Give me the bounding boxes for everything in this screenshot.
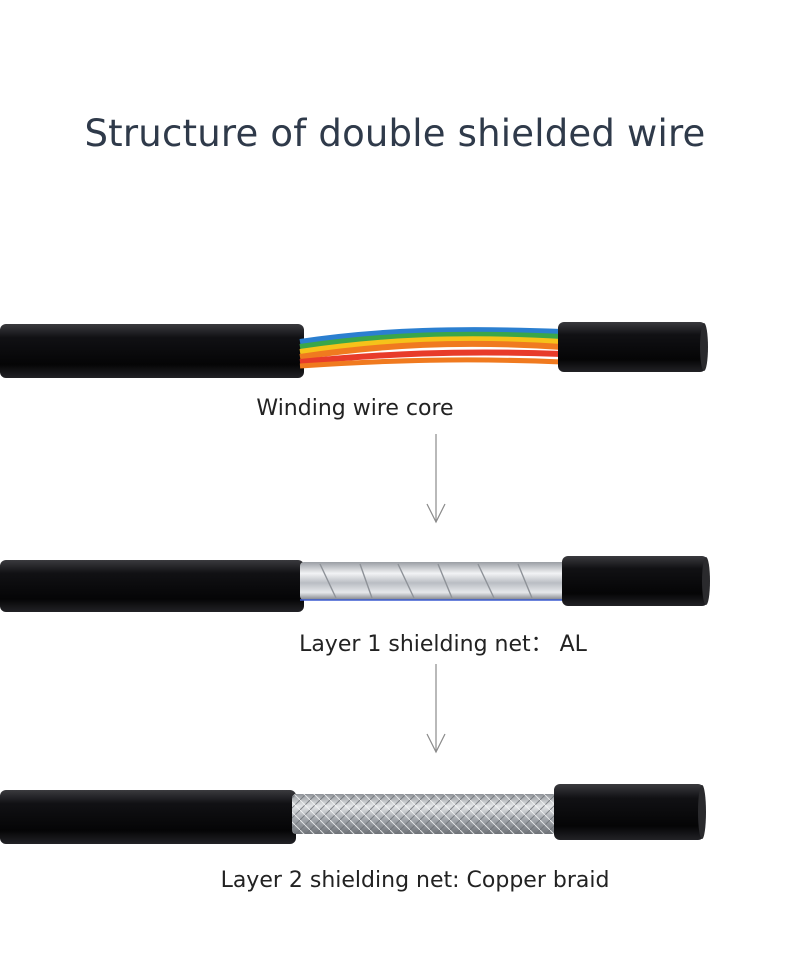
cable-jacket-right: [558, 322, 708, 372]
copper-braid-layer: [292, 794, 558, 834]
cable-copper-braid: [0, 784, 706, 844]
cable-jacket-right: [554, 784, 706, 840]
caption-copper-braid: Layer 2 shielding net: Copper braid: [220, 868, 610, 893]
page-title: Structure of double shielded wire: [84, 112, 706, 155]
cable-jacket-left: [0, 560, 304, 612]
colored-wire-core: [299, 327, 563, 369]
cable-winding-wire-core: [0, 322, 708, 378]
aluminum-foil-layer: [300, 562, 566, 601]
cable-aluminum-shield: [0, 556, 710, 612]
caption-aluminum-shield: Layer 1 shielding net： AL: [299, 632, 587, 657]
cable-jacket-right: [562, 556, 710, 606]
cable-jacket-left: [0, 790, 296, 844]
cable-jacket-left: [0, 324, 304, 378]
down-arrow-icon: [426, 664, 446, 754]
caption-winding-wire-core: Winding wire core: [256, 396, 454, 421]
down-arrow-icon: [426, 434, 446, 524]
